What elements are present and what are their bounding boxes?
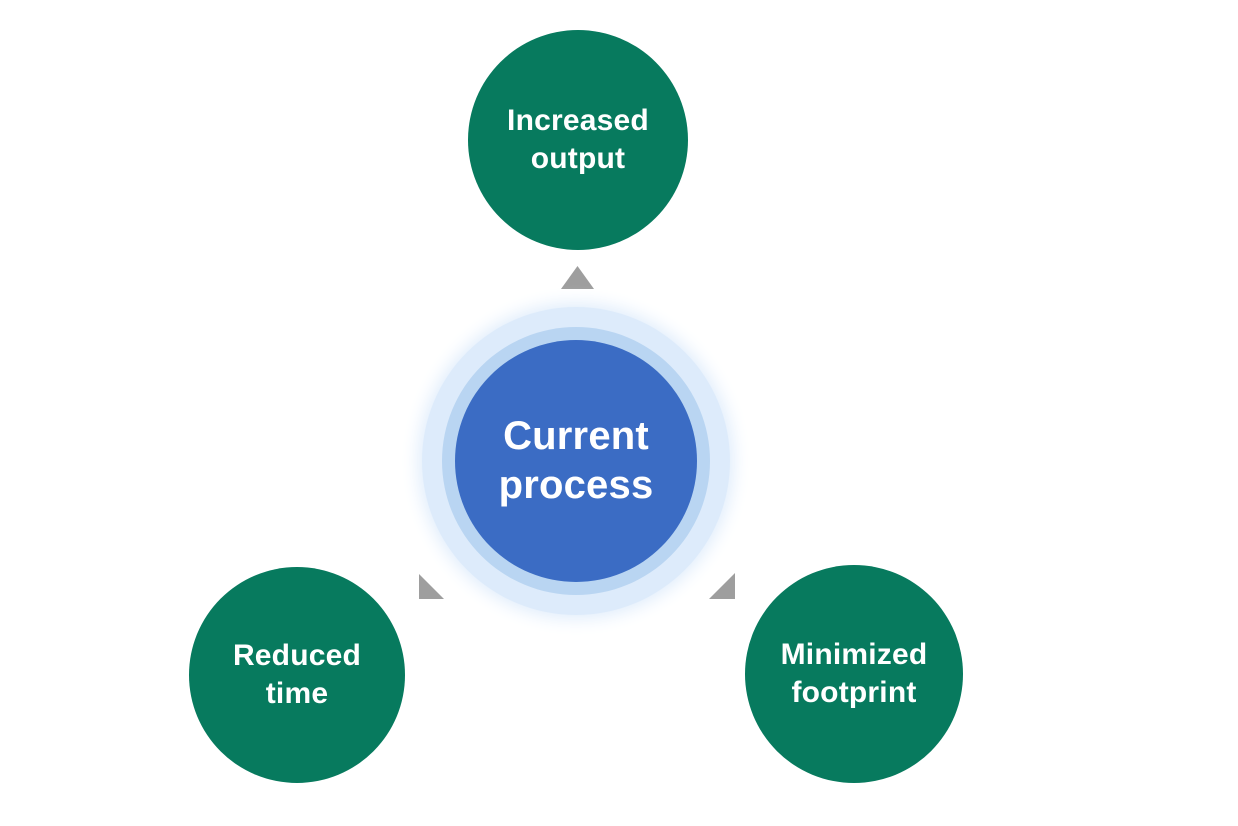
node-reduced-time-label: Reduced time [232, 638, 362, 710]
node-current-process: Current process [455, 340, 697, 582]
node-current-process-label: Current process [498, 414, 654, 507]
connector-triangle-up-icon [561, 266, 594, 289]
connector-triangle-down-right-icon [709, 573, 735, 599]
node-minimized-footprint: Minimized footprint [745, 565, 963, 783]
node-increased-output-label: Increased output [507, 103, 649, 175]
node-minimized-footprint-label: Minimized footprint [780, 637, 928, 709]
connector-triangle-down-left-icon [419, 574, 444, 599]
node-increased-output: Increased output [468, 30, 688, 250]
node-reduced-time: Reduced time [189, 567, 405, 783]
